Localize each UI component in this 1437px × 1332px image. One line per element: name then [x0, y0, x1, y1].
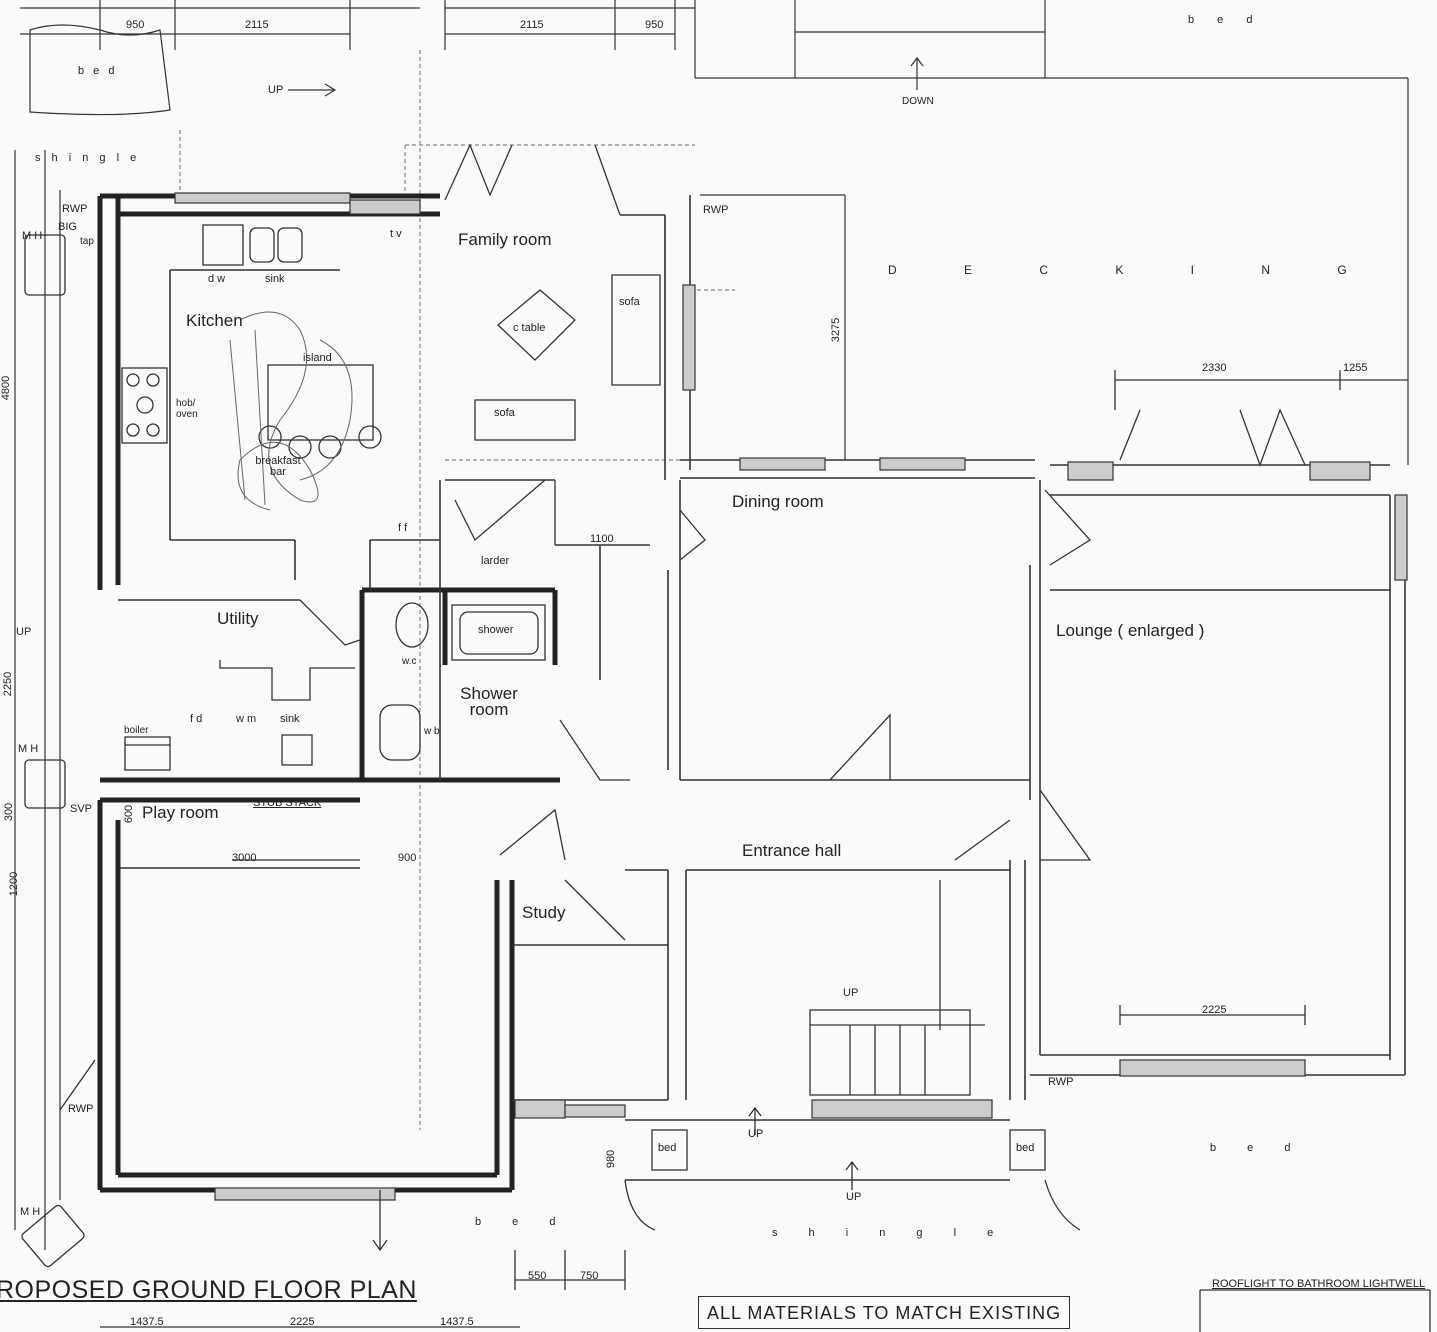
dim-550: 550 — [528, 1270, 547, 1282]
sofa-label-1: sofa — [619, 296, 640, 308]
dim-980: 980 — [605, 1149, 618, 1169]
washing-machine-label: w m — [236, 713, 257, 725]
fridge-freezer-label: f f — [398, 522, 408, 534]
dim-2225-lounge: 2225 — [1202, 1004, 1227, 1016]
svp-label: SVP — [70, 803, 93, 815]
dim-1100: 1100 — [590, 533, 614, 545]
bed-top-left-label: b e d — [78, 65, 118, 77]
shingle-top-label: s h i n g l e — [35, 152, 141, 164]
entrance-hall-label: Entrance hall — [742, 841, 842, 860]
dim-950-right: 950 — [645, 19, 664, 31]
shower-label: shower — [478, 624, 514, 636]
tap-label: tap — [80, 236, 94, 247]
shower-room-label: Shower room — [460, 684, 518, 719]
dim-2115-left: 2115 — [245, 19, 269, 31]
family-room-label: Family room — [458, 230, 552, 249]
bed-bottom-right-label: b e d — [1210, 1142, 1305, 1154]
dining-room-label: Dining room — [732, 492, 824, 511]
dim-1437-b: 1437.5 — [440, 1316, 474, 1328]
manhole-label-2: M H — [18, 743, 39, 755]
sofa-label-2: sofa — [494, 407, 515, 419]
fridge-label: f d — [190, 713, 203, 725]
tv-label: t v — [390, 228, 402, 240]
bed-box-left-label: bed — [658, 1142, 677, 1154]
down-label: DOWN — [902, 96, 934, 107]
rooflight-note: ROOFLIGHT TO BATHROOM LIGHTWELL — [1212, 1278, 1426, 1290]
dishwasher-label: d w — [208, 273, 226, 285]
bed-bottom-center-label: b e d — [475, 1216, 570, 1228]
up-top-marker: UP — [268, 84, 284, 96]
rwp-label-3: RWP — [1048, 1076, 1074, 1088]
up-left-marker: UP — [16, 626, 32, 638]
breakfast-bar-label: breakfast bar — [255, 455, 301, 478]
dim-750: 750 — [580, 1270, 599, 1282]
lounge-label: Lounge ( enlarged ) — [1056, 621, 1205, 640]
dim-300: 300 — [3, 802, 16, 822]
utility-label: Utility — [217, 609, 259, 628]
dim-2225-bottom: 2225 — [290, 1316, 315, 1328]
dim-1200: 1200 — [8, 871, 21, 897]
manhole-label-3: M H — [20, 1206, 41, 1218]
dim-1437-a: 1437.5 — [130, 1316, 164, 1328]
dim-950-left: 950 — [126, 19, 145, 31]
play-room-label: Play room — [142, 803, 219, 822]
rwp-label-1: RWP — [62, 203, 88, 215]
dim-900: 900 — [398, 852, 417, 864]
rwp-label-2: RWP — [703, 204, 729, 216]
rwp-label-4: RWP — [68, 1103, 94, 1115]
hob-oven-label: hob/ oven — [176, 398, 198, 420]
dim-2250: 2250 — [2, 671, 15, 697]
bed-box-right-label: bed — [1016, 1142, 1035, 1154]
study-label: Study — [522, 903, 566, 922]
island-label: island — [303, 352, 332, 364]
dim-600: 600 — [123, 804, 136, 824]
kitchen-label: Kitchen — [186, 311, 243, 330]
materials-note: ALL MATERIALS TO MATCH EXISTING — [698, 1296, 1071, 1329]
dim-4800: 4800 — [0, 375, 13, 401]
utility-sink-label: sink — [280, 713, 300, 725]
washbasin-label: w b — [424, 726, 440, 737]
dim-2115-right: 2115 — [520, 19, 544, 31]
stub-stack-label: STUB STACK — [253, 797, 322, 809]
dim-2330: 2330 — [1202, 362, 1227, 374]
dim-3000: 3000 — [232, 852, 257, 864]
drawing-title: ROPOSED GROUND FLOOR PLAN — [0, 1276, 417, 1304]
big-label: BIG — [58, 221, 77, 233]
boiler-label: boiler — [124, 725, 149, 736]
dim-3275: 3275 — [830, 317, 843, 343]
up-path-marker: UP — [846, 1191, 862, 1203]
coffee-table-label: c table — [513, 322, 546, 334]
shingle-bottom-label: s h i n g l e — [772, 1227, 1008, 1239]
larder-label: larder — [481, 555, 510, 567]
manhole-label-1: M H — [22, 230, 43, 242]
dim-1255: 1255 — [1343, 362, 1368, 374]
decking-label: D E C K I N G — [888, 263, 1379, 277]
up-porch-marker: UP — [748, 1128, 764, 1140]
bed-top-right-label: b e d — [1188, 14, 1263, 26]
wc-label: w.c — [402, 656, 417, 667]
up-stair-marker: UP — [843, 987, 859, 999]
kitchen-sink-label: sink — [265, 273, 285, 285]
